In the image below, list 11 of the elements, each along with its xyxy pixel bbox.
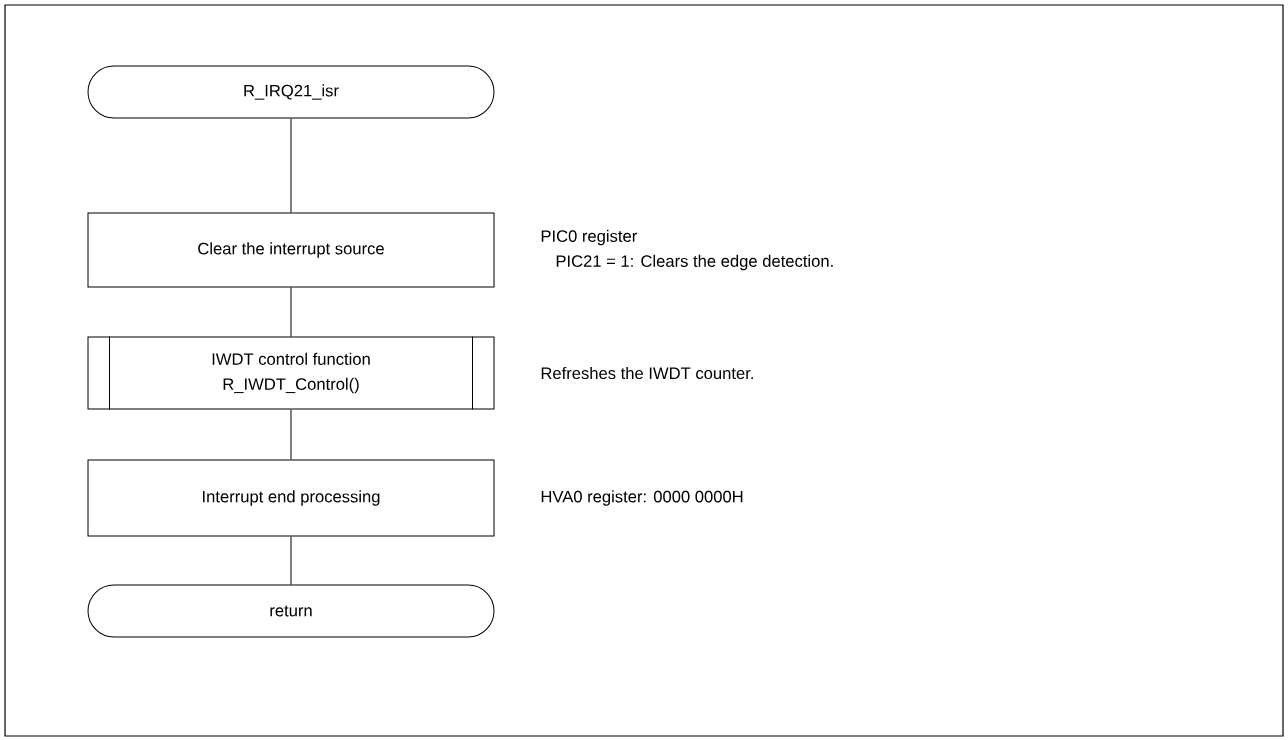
- annotation-text: HVA0 register: 0000 0000H: [541, 490, 743, 506]
- annotation-text: PIC21 = 1: Clears the edge detection.: [556, 254, 833, 271]
- connector-line: [290, 287, 292, 337]
- process-box: Interrupt end processing: [87, 459, 495, 537]
- subroutine-box: IWDT control function R_IWDT_Control(): [87, 336, 495, 410]
- connector-line: [290, 118, 292, 213]
- annotation-text: PIC0 register: [541, 229, 637, 246]
- connector-line: [290, 536, 292, 585]
- process-box: Clear the interrupt source: [87, 212, 495, 288]
- connector-line: [290, 409, 292, 460]
- annotation-text: Refreshes the IWDT counter.: [541, 366, 753, 380]
